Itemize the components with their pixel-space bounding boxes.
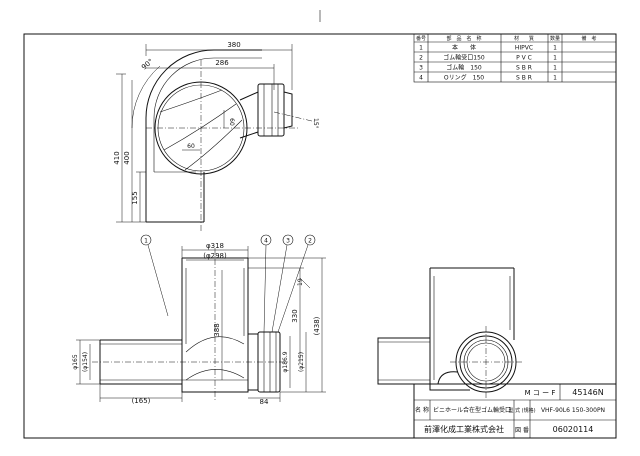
- dim-phi215: (φ215): [298, 352, 305, 372]
- parts-header-no: 番号: [416, 35, 426, 42]
- top-centerline-15: [273, 111, 317, 123]
- socket-neck: [239, 91, 259, 139]
- dim-phi165: φ165: [72, 354, 79, 370]
- dim-angle-90: 90°: [140, 57, 155, 71]
- dim-400: 400: [123, 151, 131, 164]
- parts-row-4-no: 4: [419, 75, 423, 82]
- balloon-3: 3: [286, 238, 290, 245]
- socket-tip: [283, 91, 293, 129]
- dim-380: 380: [227, 41, 240, 49]
- parts-table: 番号 部 品 名 称 材 質 数量 備 考 1 本 体 HIPVC 1 2 ゴム…: [413, 33, 617, 83]
- body-curve-1: [159, 89, 223, 113]
- dim-286: 286: [215, 59, 229, 67]
- parts-row-2-no: 2: [419, 55, 423, 62]
- channel-curve-top: [185, 336, 245, 353]
- parts-row-4-name: Oリング 150: [444, 74, 484, 82]
- title-doc-label: 図 番: [515, 427, 529, 434]
- dim-19: 19: [297, 278, 304, 286]
- dim-phi298: (φ298): [203, 252, 227, 260]
- dim-165: (165): [132, 397, 151, 405]
- title-code-label: M コ ー F: [525, 389, 556, 397]
- drawing-frame: [23, 33, 617, 439]
- parts-header-qty: 数量: [550, 35, 560, 42]
- parts-row-1-qty: 1: [553, 45, 557, 52]
- dim-60-vertical: 60: [228, 118, 235, 126]
- dim-60-horizontal: 60: [187, 143, 195, 150]
- parts-row-2-qty: 1: [553, 55, 557, 62]
- dim-155: 155: [131, 191, 139, 204]
- parts-row-1-no: 1: [419, 45, 423, 52]
- title-code-value: 45146N: [572, 388, 603, 397]
- body-curve-3: [184, 119, 243, 171]
- title-block: M コ ー F 45146N 名 称 ビニホール合在型ゴム輪受口 型 式 (規格…: [413, 383, 617, 439]
- parts-row-2-name: ゴム輪受口150: [443, 54, 485, 62]
- parts-row-3-material: S B R: [516, 65, 532, 72]
- dim-phi154: (φ154): [82, 352, 89, 372]
- dim-phi1869: φ186.9: [282, 351, 289, 372]
- top-view: 380 286 90° 60 60 15° 410 400 155: [113, 41, 319, 232]
- parts-header-material: 材 質: [514, 35, 534, 42]
- parts-row-3-no: 3: [419, 65, 423, 72]
- title-model-label: 型 式 (規格): [508, 407, 535, 414]
- dim-388: 388: [213, 323, 221, 336]
- title-model-value: VHF-90L6 150-300PN: [541, 407, 605, 414]
- elbow-outer: [145, 49, 262, 172]
- title-name-label: 名 称: [415, 406, 429, 414]
- parts-row-2-material: P V C: [516, 55, 532, 62]
- body-curve-2: [163, 103, 237, 151]
- dim-phi318: φ318: [206, 242, 224, 250]
- balloon-1: 1: [144, 238, 148, 245]
- parts-row-4-qty: 1: [553, 75, 557, 82]
- elbow-outer-inner: [153, 57, 262, 172]
- parts-row-1-name: 本 体: [452, 44, 476, 52]
- parts-header-name: 部 品 名 称: [446, 35, 481, 42]
- parts-row-3-qty: 1: [553, 65, 557, 72]
- side-stub: [377, 337, 431, 385]
- front-view: φ318 (φ298) 388 330 (438) 19 φ165 (φ154)…: [72, 234, 326, 406]
- title-doc-number: 06020114: [553, 425, 594, 434]
- dim-angle-15: 15°: [312, 118, 319, 129]
- title-name-value: ビニホール合在型ゴム輪受口: [433, 406, 511, 414]
- dim-330: 330: [291, 309, 299, 322]
- socket-body: [257, 83, 285, 137]
- parts-row-4-material: S B R: [516, 75, 532, 82]
- dim-410: 410: [113, 151, 121, 164]
- parts-header-note: 備 考: [581, 35, 596, 42]
- dim-84: 84: [260, 398, 269, 406]
- balloon-4: 4: [264, 238, 268, 245]
- dim-438: (438): [313, 316, 321, 335]
- parts-row-3-name: ゴム輪 150: [446, 64, 482, 72]
- side-view: [377, 267, 522, 398]
- title-company: 前澤化成工業株式会社: [424, 424, 504, 434]
- parts-row-1-material: HIPVC: [515, 45, 533, 52]
- channel-curve-bottom: [185, 369, 245, 381]
- balloon-2: 2: [308, 238, 312, 245]
- side-socket-ring: [459, 335, 513, 389]
